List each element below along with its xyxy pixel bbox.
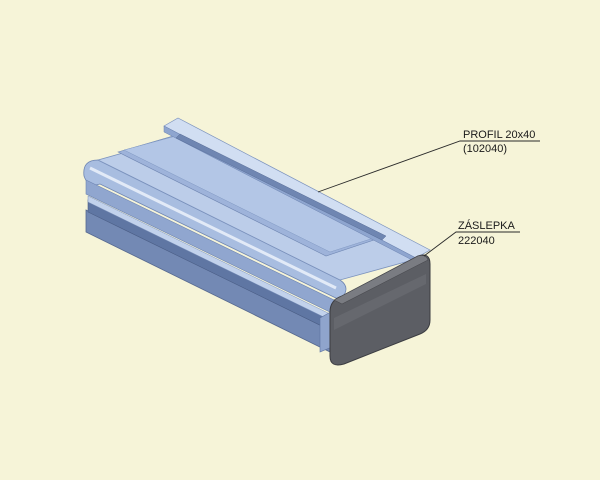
profile-side-highlight bbox=[89, 166, 337, 290]
end-cap-shading bbox=[334, 274, 426, 330]
profile-callout-name: PROFIL 20x40 bbox=[463, 129, 535, 141]
cap-callout-code: 222040 bbox=[458, 235, 495, 247]
cap-callout-name: ZÁSLEPKA bbox=[458, 219, 516, 232]
profile-callout-code: (102040) bbox=[463, 143, 507, 155]
cap-callout: ZÁSLEPKA 222040 bbox=[458, 219, 516, 247]
profile-leader-line bbox=[317, 140, 540, 193]
profile-callout: PROFIL 20x40 (102040) bbox=[463, 129, 535, 155]
end-cap bbox=[329, 254, 431, 366]
end-cap-top-edge bbox=[333, 255, 429, 305]
cap-leader-line bbox=[423, 231, 520, 257]
profile-far-slot bbox=[175, 133, 387, 241]
leader-lines bbox=[317, 140, 540, 257]
